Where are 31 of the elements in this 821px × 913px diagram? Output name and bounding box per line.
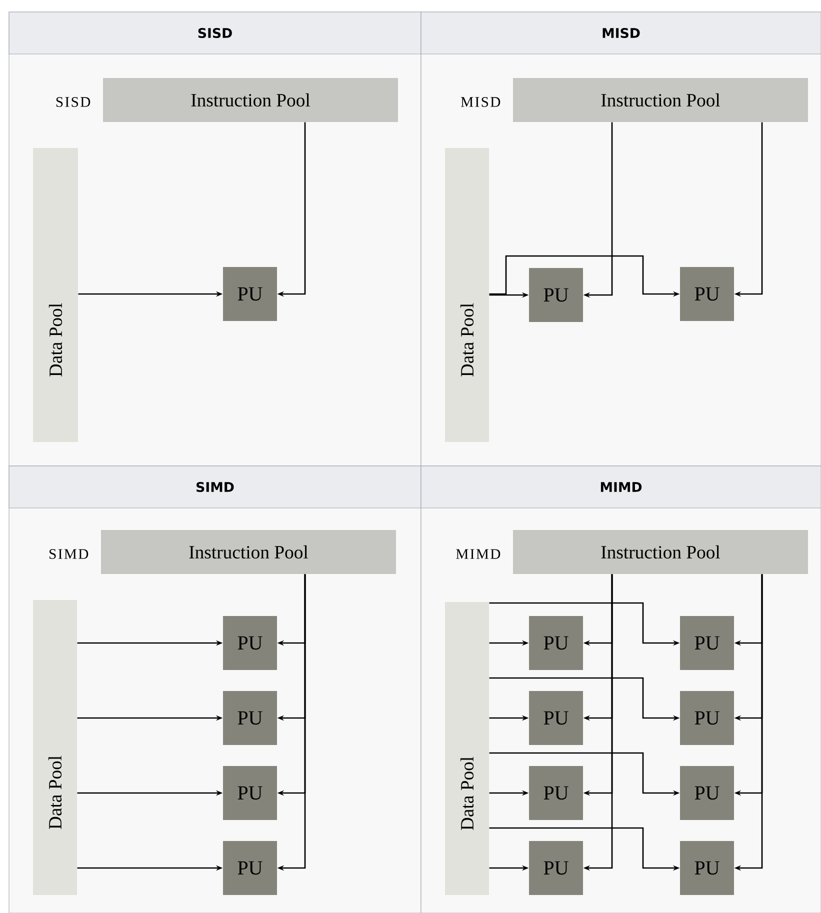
data-pool-bar: Data Pool — [33, 600, 77, 895]
data-pool-bar: Data Pool — [33, 148, 78, 442]
processing-unit-box: PU — [223, 691, 277, 745]
processing-unit-box: PU — [223, 267, 277, 321]
processing-unit-box: PU — [529, 268, 583, 322]
processing-unit-box: PU — [680, 841, 734, 895]
processing-unit-box: PU — [529, 691, 583, 745]
processing-unit-box: PU — [223, 841, 277, 895]
processing-unit-box: PU — [529, 766, 583, 820]
data-pool-bar: Data Pool — [445, 602, 489, 895]
instruction-pool-box: Instruction Pool — [513, 78, 808, 122]
panel-header: MIMD — [420, 466, 821, 508]
processing-unit-box: PU — [529, 841, 583, 895]
panel-header: MISD — [420, 12, 821, 54]
processing-unit-box: PU — [680, 766, 734, 820]
diagram-label: SISD — [56, 97, 90, 107]
processing-unit-box: PU — [680, 691, 734, 745]
panel-header: SISD — [8, 12, 422, 54]
instruction-pool-box: Instruction Pool — [101, 530, 396, 574]
processing-unit-box: PU — [223, 766, 277, 820]
instruction-pool-box: Instruction Pool — [513, 530, 808, 574]
instruction-pool-box: Instruction Pool — [103, 78, 398, 122]
diagram-label: MISD — [460, 97, 500, 107]
data-pool-bar: Data Pool — [445, 148, 489, 442]
diagram-label: MIMD — [456, 549, 500, 559]
panel-header: SIMD — [8, 466, 422, 508]
diagram-label: SIMD — [50, 549, 88, 559]
processing-unit-box: PU — [223, 616, 277, 670]
processing-unit-box: PU — [529, 616, 583, 670]
processing-unit-box: PU — [680, 616, 734, 670]
processing-unit-box: PU — [680, 267, 734, 321]
